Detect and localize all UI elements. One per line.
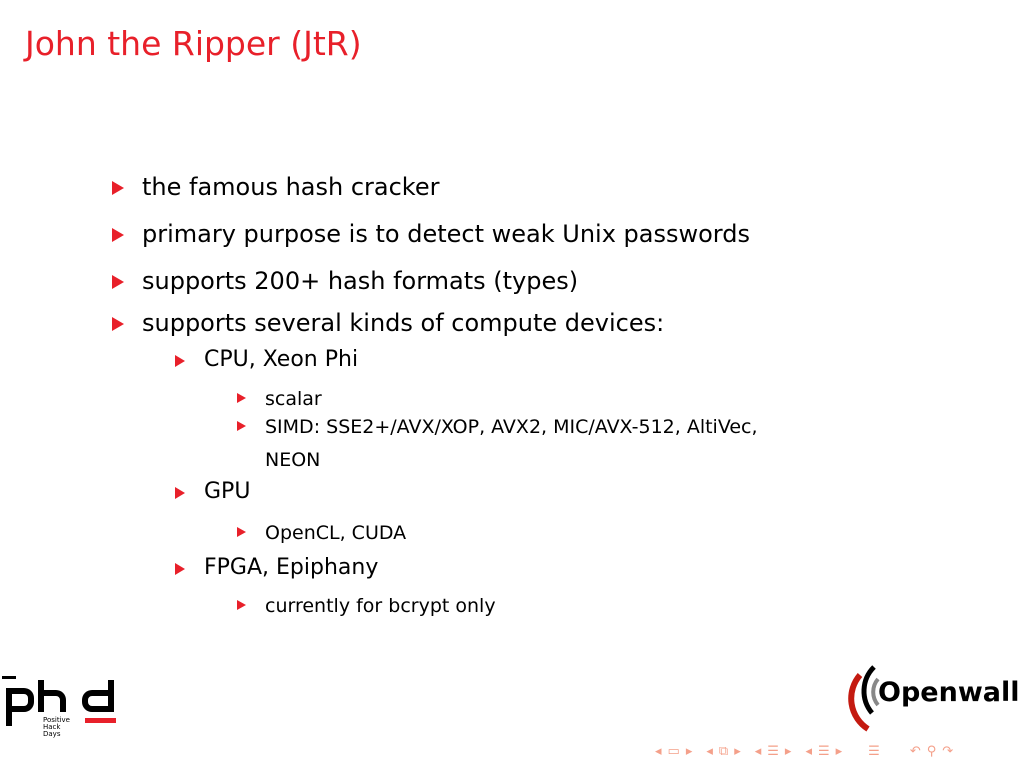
nav-toc-icon[interactable]: ☰ xyxy=(868,743,880,759)
sub-sub-bullet-continuation: NEON xyxy=(265,445,320,476)
bullet-triangle-icon xyxy=(112,228,124,242)
beamer-navigation: ◂ ▭ ▸ ◂ ⧉ ▸ ◂ ☰ ▸ ◂ ☰ ▸ ☰ ↶ ⚲ ↷ xyxy=(655,743,959,759)
bullet-text: FPGA, Epiphany xyxy=(204,555,379,580)
bullet-text: supports several kinds of compute device… xyxy=(142,309,665,337)
phd-logo: Positive Hack Days xyxy=(2,676,116,738)
nav-subsection-next-icon[interactable]: ▸ xyxy=(734,743,741,759)
openwall-logo: Openwall xyxy=(848,665,1018,732)
svg-text:Openwall: Openwall xyxy=(878,677,1018,708)
bullet-text: SIMD: SSE2+/AVX/XOP, AVX2, MIC/AVX-512, … xyxy=(265,416,758,438)
bullet-text: currently for bcrypt only xyxy=(265,595,496,617)
bullet-triangle-icon xyxy=(237,600,246,610)
nav-frame-prev-icon[interactable]: ◂ xyxy=(655,743,662,759)
svg-text:Hack: Hack xyxy=(43,723,61,731)
svg-text:Positive: Positive xyxy=(43,716,70,724)
bullet-triangle-icon xyxy=(237,421,246,431)
bullet-triangle-icon xyxy=(237,527,246,537)
bullet-triangle-icon xyxy=(175,355,185,367)
bullet-text: CPU, Xeon Phi xyxy=(204,347,359,372)
nav-doc-next-icon[interactable]: ▸ xyxy=(835,743,843,759)
bullet: supports several kinds of compute device… xyxy=(112,309,665,337)
bullet: the famous hash cracker xyxy=(112,173,440,201)
bullet-triangle-icon xyxy=(112,181,124,195)
bullet-triangle-icon xyxy=(112,317,124,331)
nav-section-next-icon[interactable]: ▸ xyxy=(784,743,792,759)
nav-search-icon[interactable]: ⚲ xyxy=(926,743,937,759)
nav-subsection-prev-icon[interactable]: ◂ xyxy=(706,743,713,759)
bullet-text: scalar xyxy=(265,388,322,410)
bullet-triangle-icon xyxy=(237,393,246,403)
sub-sub-bullet: currently for bcrypt only xyxy=(237,591,496,622)
sub-sub-bullet: OpenCL, CUDA xyxy=(237,518,407,549)
nav-doc-prev-icon[interactable]: ◂ xyxy=(805,743,812,759)
bullet-text: the famous hash cracker xyxy=(142,173,440,201)
bullet-triangle-icon xyxy=(175,487,185,499)
nav-forward-icon[interactable]: ↷ xyxy=(942,743,954,759)
nav-subsection-icon[interactable]: ⧉ xyxy=(718,743,729,759)
slide-title: John the Ripper (JtR) xyxy=(25,24,362,63)
bullet-triangle-icon xyxy=(175,563,185,575)
nav-frame-icon[interactable]: ▭ xyxy=(667,743,680,759)
bullet: primary purpose is to detect weak Unix p… xyxy=(112,220,750,248)
sub-sub-bullet: SIMD: SSE2+/AVX/XOP, AVX2, MIC/AVX-512, … xyxy=(237,412,758,443)
bullet-text: OpenCL, CUDA xyxy=(265,522,407,544)
nav-doc-icon[interactable]: ☰ xyxy=(817,743,830,759)
nav-frame-next-icon[interactable]: ▸ xyxy=(685,743,693,759)
svg-text:Days: Days xyxy=(43,730,61,738)
bullet-text: NEON xyxy=(265,449,321,471)
bullet-triangle-icon xyxy=(112,275,124,289)
nav-section-prev-icon[interactable]: ◂ xyxy=(754,743,762,759)
nav-back-icon[interactable]: ↶ xyxy=(909,743,921,759)
sub-sub-bullet: scalar xyxy=(237,384,322,415)
nav-section-icon[interactable]: ☰ xyxy=(767,743,779,759)
sub-bullet: GPU xyxy=(175,479,251,504)
sub-bullet: CPU, Xeon Phi xyxy=(175,347,359,372)
sub-bullet: FPGA, Epiphany xyxy=(175,555,379,580)
bullet-text: primary purpose is to detect weak Unix p… xyxy=(142,220,750,248)
bullet-text: GPU xyxy=(204,479,251,504)
bullet-text: supports 200+ hash formats (types) xyxy=(142,267,579,295)
bullet: supports 200+ hash formats (types) xyxy=(112,267,579,295)
